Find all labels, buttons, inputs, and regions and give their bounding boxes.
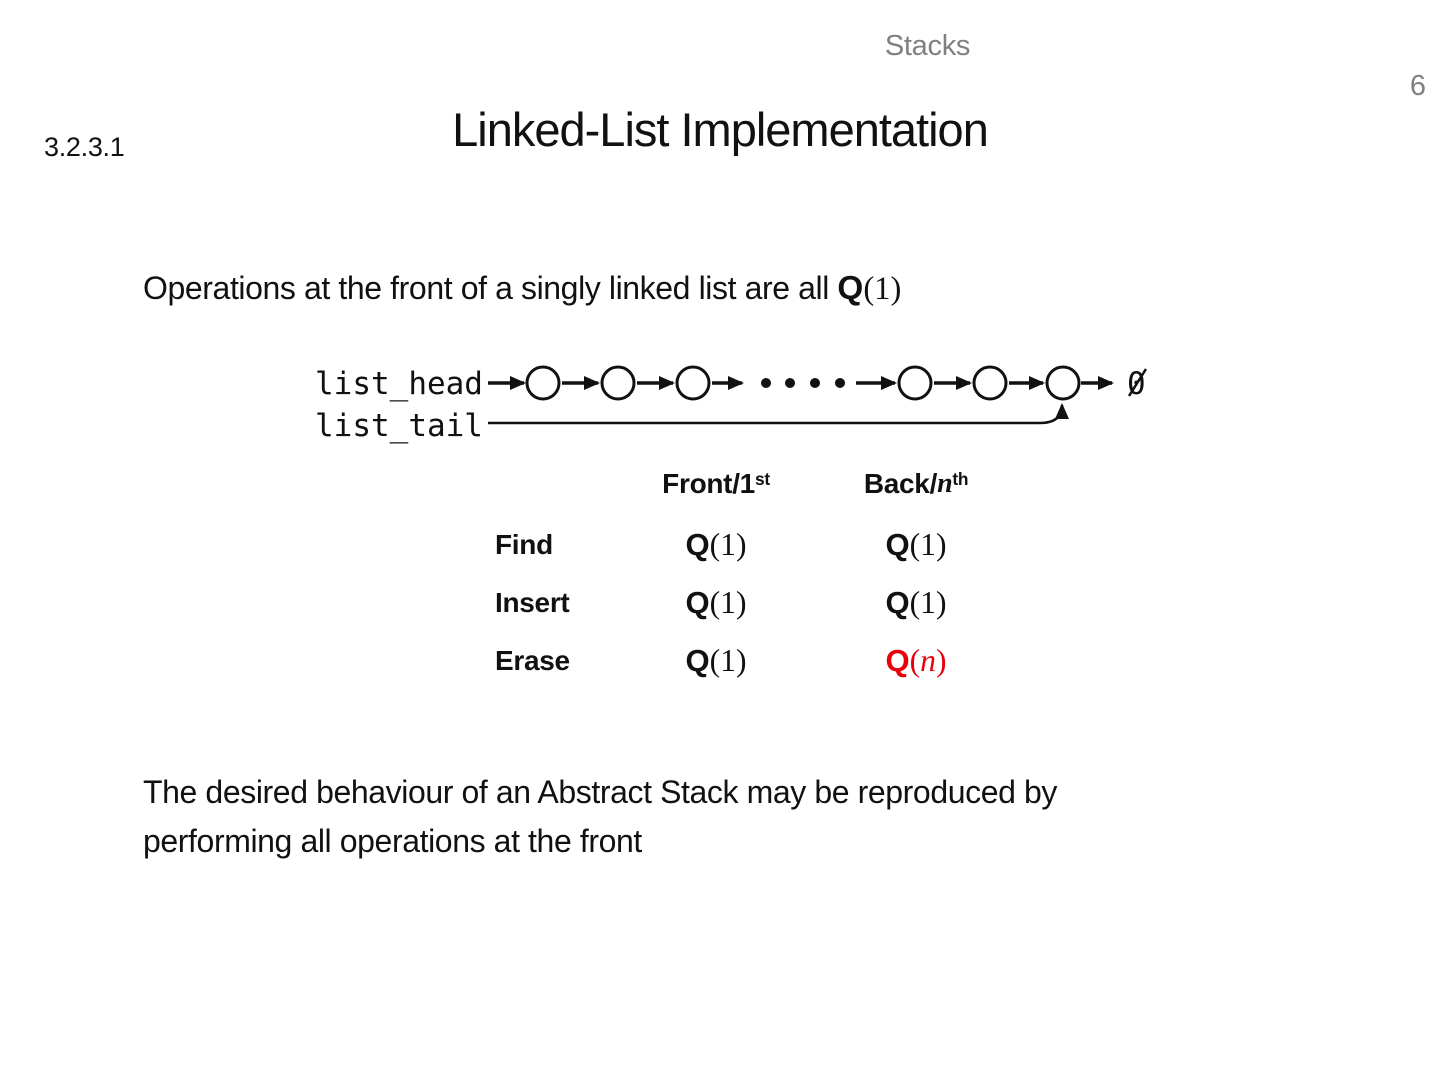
paren-open: ( [909, 643, 921, 678]
theta-symbol: Q [885, 585, 910, 620]
cell-insert-front: Q(1) [617, 574, 815, 632]
theta-args: (1) [909, 527, 947, 562]
table-corner-blank [495, 458, 617, 510]
intro-text: Operations at the front of a singly link… [143, 270, 838, 306]
node-circle [675, 365, 711, 401]
cell-erase-back: Q(n) [815, 632, 1017, 690]
list-tail-label: list_tail [315, 408, 483, 444]
theta-args: (1) [863, 271, 902, 307]
null-zero-slash [1127, 368, 1148, 397]
ellipsis-dot [785, 378, 795, 388]
linked-list-diagram: list_head list_tail 0 [315, 365, 1148, 444]
theta-symbol: Q [837, 270, 864, 307]
deck-title: Stacks [884, 30, 971, 62]
page-number: 6 [1409, 70, 1426, 102]
back-header-var: n [937, 468, 953, 499]
page-title: Linked-List Implementation [452, 103, 989, 156]
n-variable: n [920, 643, 936, 678]
tail-pointer-arrow [488, 403, 1069, 425]
theta-args: (n) [910, 643, 947, 679]
ellipsis-dot [810, 378, 820, 388]
back-header-text: Back/ [863, 468, 938, 499]
section-number: 3.2.3.1 [44, 132, 125, 162]
ellipsis-dot [761, 378, 771, 388]
theta-symbol: Q [885, 643, 910, 678]
node-circle [525, 365, 561, 401]
list-head-label: list_head [315, 366, 483, 402]
theta-args: (1) [709, 585, 747, 620]
row-label-insert: Insert [495, 587, 570, 618]
theta-symbol: Q [685, 585, 710, 620]
node-circle [1045, 365, 1081, 401]
theta-args: (1) [709, 643, 747, 678]
node-circle [600, 365, 636, 401]
node-circle [897, 365, 933, 401]
cell-erase-front: Q(1) [617, 632, 815, 690]
row-label-erase: Erase [495, 645, 570, 676]
row-label-find: Find [495, 529, 553, 560]
conclusion-line-2: performing all operations at the front [143, 823, 642, 859]
node-circle [972, 365, 1008, 401]
theta-symbol: Q [885, 527, 910, 562]
conclusion-paragraph: The desired behaviour of an Abstract Sta… [143, 768, 1363, 866]
cell-find-front: Q(1) [617, 516, 815, 574]
theta-symbol: Q [685, 643, 710, 678]
cell-find-back: Q(1) [815, 516, 1017, 574]
front-header-text: Front/1 [662, 468, 755, 499]
cell-insert-back: Q(1) [815, 574, 1017, 632]
paren-close: ) [935, 643, 947, 678]
theta-args: (1) [909, 585, 947, 620]
ellipsis-dot [835, 378, 845, 388]
theta-args: (1) [709, 527, 747, 562]
intro-paragraph: Operations at the front of a singly link… [143, 264, 1293, 314]
conclusion-line-1: The desired behaviour of an Abstract Sta… [143, 774, 1058, 810]
theta-symbol: Q [685, 527, 710, 562]
